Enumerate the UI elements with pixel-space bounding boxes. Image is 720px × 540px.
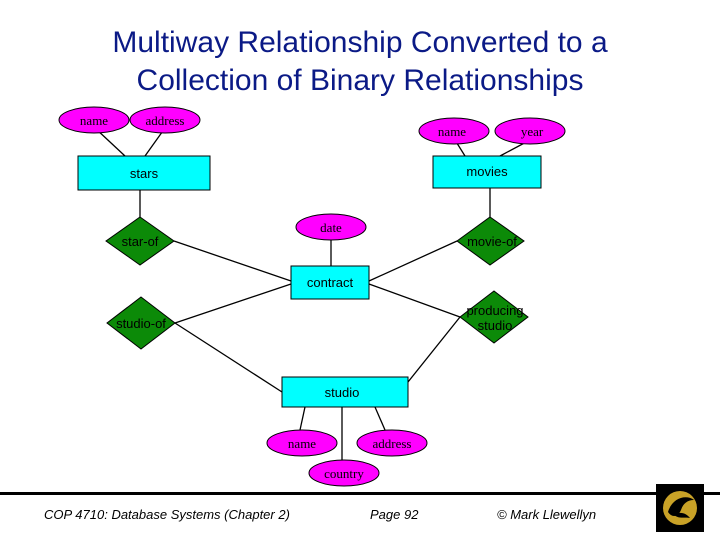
title-line-2: Collection of Binary Relationships (136, 64, 584, 97)
attribute-stars-address (129, 106, 201, 134)
attribute-studio-address-label: address (373, 436, 412, 451)
entity-movies-label: movies (466, 164, 508, 179)
footer-page-number: Page 92 (370, 507, 419, 522)
attribute-stars-address-label: address (146, 113, 185, 128)
attribute-movies-year-label: year (521, 124, 544, 139)
footer-divider (0, 492, 720, 495)
relationship-producing-studio-label-1: producing (466, 303, 523, 318)
attribute-contract-date (295, 213, 367, 241)
relationship-studio-of-label: studio-of (116, 316, 166, 331)
footer-course: COP 4710: Database Systems (Chapter 2) (44, 507, 290, 522)
relationship-movie-of (456, 216, 525, 266)
edge-movieof-contract (368, 240, 458, 282)
edge-starof-contract (173, 240, 292, 282)
slide-title: Multiway Relationship Converted to a Col… (0, 24, 720, 100)
university-logo-icon (656, 484, 704, 532)
relationship-producing-studio-label-2: studio (478, 318, 513, 333)
title-line-1: Multiway Relationship Converted to a (112, 26, 608, 59)
entity-movies (432, 155, 542, 189)
relationship-movie-of-label: movie-of (467, 234, 517, 249)
attribute-studio-address (356, 429, 428, 457)
entity-stars-label: stars (130, 166, 159, 181)
relationship-star-of (105, 216, 175, 266)
relationship-star-of-label: star-of (122, 234, 159, 249)
edge-studio-name (299, 406, 306, 431)
edge-studioof-studio (174, 322, 283, 393)
attribute-studio-country (308, 459, 380, 487)
entity-contract-label: contract (307, 275, 354, 290)
relationship-studio-of (106, 296, 176, 350)
attribute-studio-country-label: country (324, 466, 364, 481)
attribute-studio-name (266, 429, 338, 457)
attribute-stars-name (58, 106, 130, 134)
attribute-contract-date-label: date (320, 220, 342, 235)
attribute-movies-name-label: name (438, 124, 466, 139)
attribute-movies-year (494, 117, 566, 145)
entity-stars (77, 155, 211, 191)
edges (94, 127, 531, 460)
entity-contract (290, 265, 370, 300)
attribute-movies-name (418, 117, 490, 145)
entity-studio (281, 376, 409, 408)
pegasus-logo-icon (663, 491, 697, 525)
attribute-stars-name-label: name (80, 113, 108, 128)
entity-studio-label: studio (325, 385, 360, 400)
attribute-studio-name-label: name (288, 436, 316, 451)
relationship-producing-studio (459, 290, 529, 344)
edge-producing-studio (399, 316, 461, 393)
edge-studio-address (374, 406, 386, 431)
edge-contract-studioof (174, 283, 292, 324)
edge-contract-producing (368, 283, 461, 318)
footer-copyright: © Mark Llewellyn (497, 507, 597, 522)
